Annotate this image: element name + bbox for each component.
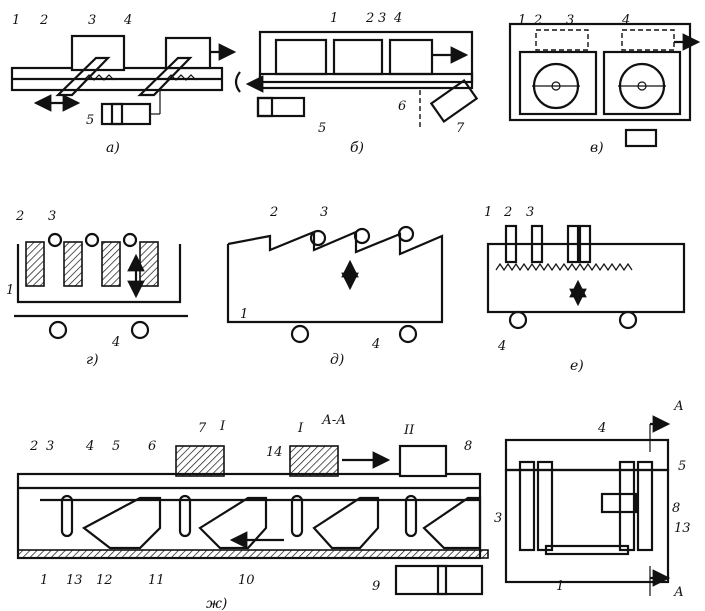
part-label: 1 bbox=[6, 283, 14, 298]
part-label: 14 bbox=[266, 445, 283, 460]
part-label: 13 bbox=[66, 573, 83, 588]
diagram-a bbox=[10, 34, 237, 126]
part-label: 3 bbox=[320, 205, 328, 220]
part-label: 2 bbox=[269, 205, 278, 220]
part-label: 3 bbox=[88, 13, 96, 28]
part-label: 9 bbox=[372, 579, 380, 594]
part-label: 11 bbox=[148, 573, 165, 588]
part-label: 8 bbox=[464, 439, 472, 454]
caption-b: б) bbox=[350, 140, 364, 156]
part-label: 12 bbox=[96, 573, 113, 588]
part-label: 2 bbox=[365, 11, 374, 26]
part-label: 6 bbox=[148, 439, 156, 454]
part-label: 4 bbox=[597, 421, 606, 436]
part-label: 7 bbox=[198, 421, 207, 436]
part-label: 3 bbox=[566, 13, 574, 28]
position-mark: I bbox=[219, 419, 226, 434]
part-label: 4 bbox=[371, 337, 380, 352]
caption-d: д) bbox=[330, 352, 344, 368]
diagram-d bbox=[226, 225, 444, 344]
part-label: 1 bbox=[12, 13, 20, 28]
part-label: 4 bbox=[111, 335, 120, 350]
part-label: 3 bbox=[494, 511, 502, 526]
diagram-v bbox=[508, 22, 701, 148]
part-label: 1 bbox=[240, 307, 248, 322]
part-label: 1 bbox=[40, 573, 48, 588]
caption-a: а) bbox=[106, 140, 120, 156]
part-label: 7 bbox=[456, 121, 465, 136]
section-mark: А bbox=[673, 399, 684, 414]
part-label: 3 bbox=[46, 439, 54, 454]
part-label: 2 bbox=[533, 13, 542, 28]
part-label: 2 bbox=[29, 439, 38, 454]
section-mark: А bbox=[673, 585, 684, 600]
caption-zh: ж) bbox=[206, 596, 227, 611]
diagram-zh bbox=[16, 444, 489, 596]
diagram-g bbox=[14, 232, 188, 340]
part-label: 4 bbox=[393, 11, 402, 26]
part-label: 5 bbox=[112, 439, 120, 454]
diagram-b bbox=[234, 30, 479, 128]
part-label: 1 bbox=[518, 13, 526, 28]
part-label: 2 bbox=[503, 205, 512, 220]
part-label: 1 bbox=[330, 11, 338, 26]
part-label: 2 bbox=[39, 13, 48, 28]
part-label: 13 bbox=[674, 521, 691, 536]
part-label: 5 bbox=[86, 113, 94, 128]
part-label: 3 bbox=[378, 11, 386, 26]
part-label: 4 bbox=[123, 13, 132, 28]
part-label: 2 bbox=[15, 209, 24, 224]
position-mark: I bbox=[297, 421, 304, 436]
part-label: 3 bbox=[48, 209, 56, 224]
caption-e: е) bbox=[570, 358, 584, 374]
part-label: 10 bbox=[238, 573, 255, 588]
diagram-e bbox=[486, 224, 686, 330]
caption-g: г) bbox=[86, 352, 99, 368]
section-view bbox=[504, 415, 671, 596]
position-mark: II bbox=[403, 423, 415, 438]
part-label: 3 bbox=[526, 205, 534, 220]
part-label: 5 bbox=[318, 121, 326, 136]
part-label: 5 bbox=[678, 459, 686, 474]
part-label: 8 bbox=[672, 501, 680, 516]
part-label: 1 bbox=[484, 205, 492, 220]
part-label: 6 bbox=[398, 99, 406, 114]
caption-v: в) bbox=[590, 140, 604, 156]
part-label: 4 bbox=[497, 339, 506, 354]
part-label: 4 bbox=[85, 439, 94, 454]
part-label: 1 bbox=[556, 579, 564, 594]
section-label: А-А bbox=[321, 413, 346, 428]
part-label: 4 bbox=[621, 13, 630, 28]
